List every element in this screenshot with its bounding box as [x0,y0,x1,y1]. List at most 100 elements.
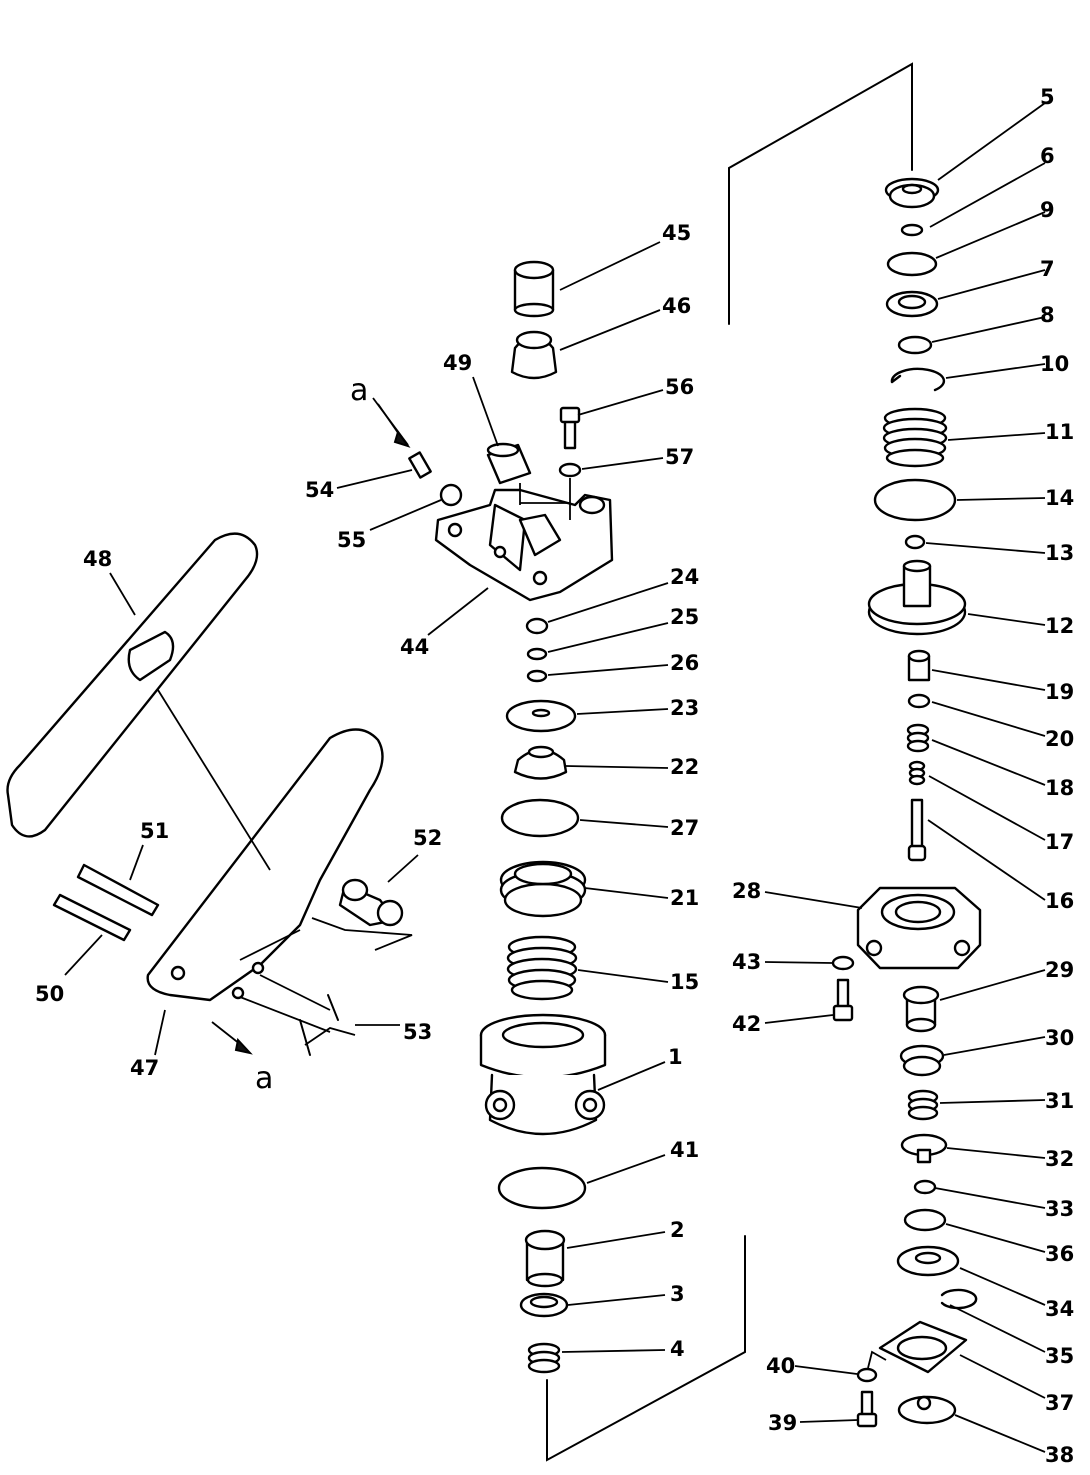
label-37: 37 [1045,1391,1074,1415]
part-20-washer [907,693,931,709]
label-13: 13 [1045,541,1074,565]
part-56-bolt [559,406,581,450]
part-4-spring [527,1342,561,1374]
part-18-spring [906,723,930,753]
view-marker-a-top: a [350,373,368,408]
label-1: 1 [668,1045,683,1069]
part-28-housing [856,886,982,970]
label-57: 57 [665,445,694,469]
label-8: 8 [1040,303,1055,327]
part-33-oring [913,1179,937,1195]
label-29: 29 [1045,958,1074,982]
part-22-retainer [513,745,568,780]
label-10: 10 [1040,352,1069,376]
label-21: 21 [670,886,699,910]
part-52-shaft [338,878,404,927]
part-42-bolt [832,978,854,1022]
label-26: 26 [670,651,699,675]
label-48: 48 [83,547,112,571]
label-38: 38 [1045,1443,1074,1467]
label-33: 33 [1045,1197,1074,1221]
part-9-oring [886,251,938,277]
part-55-nut [439,483,463,507]
label-2: 2 [670,1218,685,1242]
label-9: 9 [1040,198,1055,222]
part-25-washer [526,647,548,661]
part-2-valve [524,1229,566,1288]
part-36-oring [903,1208,947,1232]
label-56: 56 [665,375,694,399]
part-35-snap-ring [940,1288,978,1310]
part-8-ring [897,335,933,355]
label-47: 47 [130,1056,159,1080]
view-arrows [211,403,411,1055]
label-18: 18 [1045,776,1074,800]
part-6-ring [900,223,924,237]
part-5-nut [884,177,940,209]
label-30: 30 [1045,1026,1074,1050]
part-7-washer [885,290,939,318]
part-26-washer [526,669,548,683]
label-53: 53 [403,1020,432,1044]
leader-lines [64,102,1046,1453]
label-28: 28 [732,879,761,903]
part-47-pedal-arm [146,728,384,1002]
label-36: 36 [1045,1242,1074,1266]
part-43-washer [831,955,855,971]
part-40-washer [856,1367,878,1383]
part-46-boot [510,330,558,380]
part-23-plate [505,699,577,733]
part-51-pin [76,863,160,917]
part-45-cap [513,260,555,318]
label-20: 20 [1045,727,1074,751]
label-15: 15 [670,970,699,994]
part-14-oring [873,478,957,522]
label-23: 23 [670,696,699,720]
part-16-bolt [907,798,927,862]
part-11-spring [882,407,948,468]
label-42: 42 [732,1012,761,1036]
label-7: 7 [1040,257,1055,281]
label-41: 41 [670,1138,699,1162]
part-39-bolt [856,1390,878,1428]
part-41-oring [497,1166,587,1210]
part-19-plug [907,649,931,682]
part-38-cap [897,1395,957,1425]
label-3: 3 [670,1282,685,1306]
label-50: 50 [35,982,64,1006]
part-labels: 5 6 9 7 8 10 11 14 13 12 19 20 18 17 16 … [35,85,1074,1467]
part-37-cover [878,1320,968,1374]
label-6: 6 [1040,144,1055,168]
label-55: 55 [337,528,366,552]
label-54: 54 [305,478,334,502]
part-57-washer [558,462,582,478]
part-30-seat [899,1044,945,1077]
label-51: 51 [140,819,169,843]
label-5: 5 [1040,85,1055,109]
label-40: 40 [766,1354,795,1378]
part-21-piston [499,860,587,918]
part-48-pedal-pad [6,532,259,838]
label-43: 43 [732,950,761,974]
label-34: 34 [1045,1297,1074,1321]
label-19: 19 [1045,680,1074,704]
label-45: 45 [662,221,691,245]
label-22: 22 [670,755,699,779]
assembly-bracket-top [728,62,913,325]
part-49-pin [486,442,532,485]
part-10-snap-ring [890,367,946,392]
label-4: 4 [670,1337,685,1361]
part-54-spring-pin [408,451,432,479]
label-14: 14 [1045,486,1074,510]
part-53-cotter-pins [299,994,339,1056]
part-1-body [479,1013,607,1136]
part-31-spring [907,1089,939,1121]
label-24: 24 [670,565,699,589]
part-50-pin [52,893,132,942]
label-12: 12 [1045,614,1074,638]
label-25: 25 [670,605,699,629]
assembly-bracket-bottom [546,1235,746,1462]
label-35: 35 [1045,1344,1074,1368]
part-27-oring [500,798,580,838]
